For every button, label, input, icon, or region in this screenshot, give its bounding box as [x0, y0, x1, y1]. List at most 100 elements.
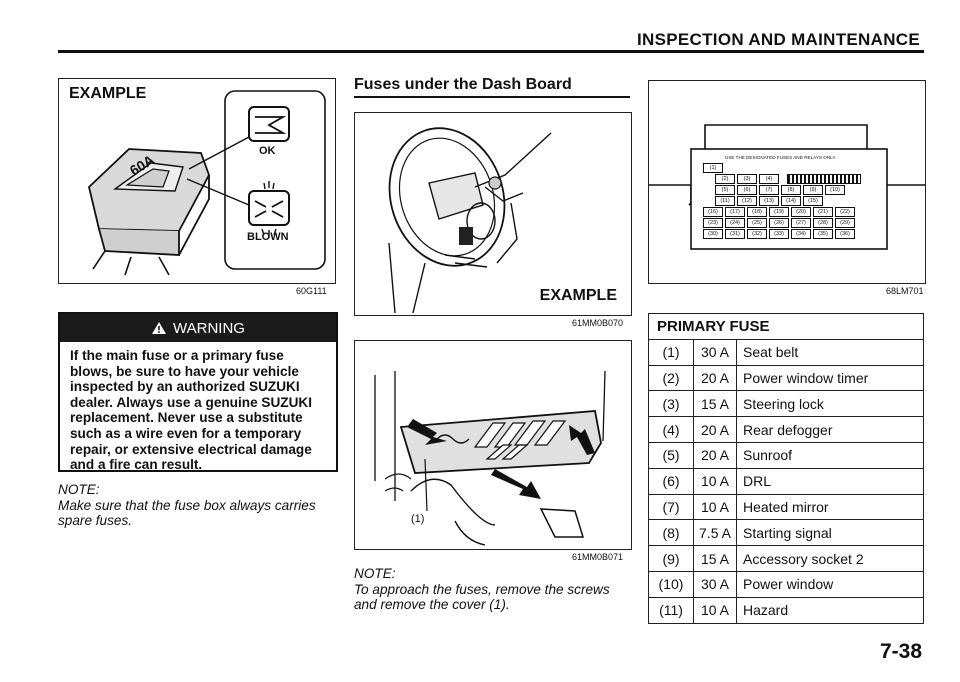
fuse-number: (4) [648, 416, 694, 443]
note-mid: NOTE: To approach the fuses, remove the … [354, 566, 634, 613]
warning-text: If the main fuse or a primary fuse blows… [70, 348, 312, 473]
dashboard-illustration [388, 127, 552, 314]
fuse-slot: (34) [791, 229, 811, 239]
fuse-number: (9) [648, 545, 694, 572]
fuse-slot: (13) [759, 196, 779, 206]
fuse-illustration [88, 90, 326, 276]
fuse-description: Power window [736, 570, 924, 598]
fuse-slot: (16) [703, 207, 723, 217]
note-mid-label: NOTE: [354, 566, 396, 581]
fuse-grid-row: (23)(24)(25)(26)(27)(28)(29) [703, 218, 883, 228]
header-rule [58, 50, 924, 53]
fuse-amperage: 20 A [693, 364, 737, 392]
page-number: 7-38 [879, 640, 922, 663]
fuse-slot: (33) [769, 229, 789, 239]
fuse-slot: (25) [747, 218, 767, 228]
warning-box: WARNING If the main fuse or a primary fu… [58, 312, 338, 472]
table-header-row: PRIMARY FUSE [648, 313, 924, 340]
fuse-slot: (4) [759, 174, 779, 184]
fuse-slot: (26) [769, 218, 789, 228]
fuse-number: (2) [648, 364, 694, 392]
fuse-box-location [459, 227, 473, 245]
fuse-slot: (29) [835, 218, 855, 228]
fuse-number: (7) [648, 493, 694, 521]
fuse-slot: (27) [791, 218, 811, 228]
fuse-box-caption: USE THE DESIGNATED FUSES AND RELAYS ONLY… [725, 155, 837, 160]
fuse-amperage: 10 A [693, 467, 737, 495]
fuse-slot: (7) [759, 185, 779, 195]
warning-title: WARNING [173, 319, 245, 337]
fuse-example-figure: EXAMPLE 60A OK BLOWN [58, 78, 336, 284]
fuse-grid-row: (16)(17)(18)(19)(20)(21)(22) [703, 207, 883, 217]
cover-figure: (1) [354, 340, 632, 550]
figure-code: 60G111 [296, 286, 327, 296]
note-left-label: NOTE: [58, 482, 100, 497]
dashboard-figure-label: EXAMPLE [539, 287, 617, 304]
fuse-grid: (1)(2)(3)(4)(5)(6)(7)(8)(9)(10)(11)(12)(… [703, 163, 883, 240]
fuse-slot: (12) [737, 196, 757, 206]
fuse-amperage: 30 A [693, 338, 737, 366]
fuse-description: DRL [736, 467, 924, 495]
fuse-amperage: 10 A [693, 596, 737, 624]
dashboard-figure-code: 61MM0B070 [572, 318, 624, 328]
fuse-slot: (21) [813, 207, 833, 217]
cover-figure-code: 61MM0B071 [572, 552, 624, 562]
table-title: PRIMARY FUSE [648, 313, 924, 340]
blown-fuse-icon [248, 190, 290, 226]
arrow-left [407, 419, 447, 445]
fuse-number: (1) [648, 338, 694, 366]
fuse-slot: (6) [737, 185, 757, 195]
fuse-slot: (24) [725, 218, 745, 228]
arrow-right [569, 425, 595, 455]
fuse-slot: (17) [725, 207, 745, 217]
fuse-amperage: 20 A [693, 416, 737, 443]
fuse-amperage: 30 A [693, 570, 737, 598]
fuse-grid-row: (5)(6)(7)(8)(9)(10) [703, 185, 883, 195]
page-header-title: INSPECTION AND MAINTENANCE [637, 30, 920, 49]
fuse-number: (5) [648, 441, 694, 469]
note-mid-text: To approach the fuses, remove the screws… [354, 581, 610, 613]
fuse-slot: (20) [791, 207, 811, 217]
fuse-description: Hazard [736, 596, 924, 624]
fuse-number: (3) [648, 390, 694, 418]
fuse-slot: (3) [737, 174, 757, 184]
ok-label: OK [259, 145, 276, 157]
fuse-box-figure: USE THE DESIGNATED FUSES AND RELAYS ONLY… [648, 80, 926, 284]
fuse-slot: (1) [703, 163, 723, 173]
section-title: Fuses under the Dash Board [354, 76, 572, 93]
fuse-number: (6) [648, 467, 694, 495]
fuse-description: Steering lock [736, 390, 924, 418]
fuse-slot: (15) [803, 196, 823, 206]
fuse-amperage: 7.5 A [693, 519, 737, 547]
blown-label: BLOWN [247, 231, 289, 243]
fuse-slot: (31) [725, 229, 745, 239]
fuse-slot: (36) [835, 229, 855, 239]
warning-triangle-icon [152, 322, 167, 334]
warning-header: WARNING [60, 314, 336, 342]
fuse-description: Rear defogger [736, 416, 924, 443]
fuse-slot: (5) [715, 185, 735, 195]
fuse-slot: (28) [813, 218, 833, 228]
fuse-panel-outline [224, 90, 326, 270]
fuse-description: Accessory socket 2 [736, 545, 924, 572]
fuse-slot: (2) [715, 174, 735, 184]
fuse-slot: (22) [835, 207, 855, 217]
fuse-slot: (18) [747, 207, 767, 217]
fuse-amperage: 15 A [693, 545, 737, 572]
fuse-description: Heated mirror [736, 493, 924, 521]
cover-callout: (1) [411, 513, 425, 525]
section-rule [354, 96, 630, 98]
fuse-description: Starting signal [736, 519, 924, 547]
fuse-grid-row: (11)(12)(13)(14)(15) [703, 196, 883, 206]
figure-label: EXAMPLE [69, 85, 147, 102]
dashboard-figure: EXAMPLE [354, 112, 632, 316]
